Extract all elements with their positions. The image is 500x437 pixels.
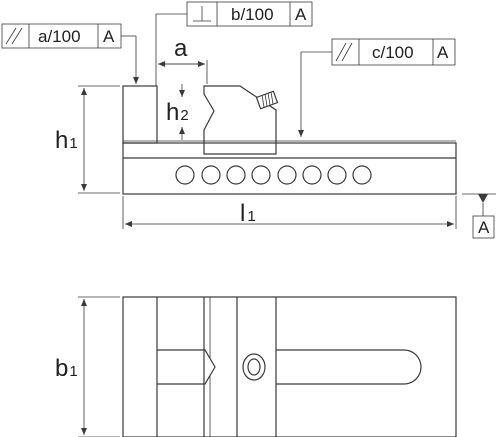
- fcf-b-datum: A: [295, 5, 307, 24]
- dim-a-label: a: [174, 35, 188, 62]
- parallelism-icon: [335, 42, 353, 62]
- dimension-h1: h1: [55, 85, 120, 194]
- dimension-b1: b1: [55, 296, 120, 437]
- dim-b1-label: b1: [55, 355, 78, 382]
- fcf-a-datum: A: [103, 27, 115, 46]
- dimension-h2: h2: [166, 84, 189, 140]
- top-screw: [242, 353, 266, 381]
- fixed-jaw: [122, 85, 158, 144]
- vise-base: [122, 142, 457, 195]
- vise-side-view: [122, 85, 457, 195]
- fcf-c-datum: A: [437, 43, 449, 62]
- parallelism-icon: [5, 27, 23, 45]
- datum-label: A: [478, 218, 490, 237]
- clamp-screw: [255, 90, 279, 110]
- top-outline: [122, 296, 457, 437]
- slot: [276, 349, 422, 385]
- perpendicularity-icon: [193, 6, 211, 22]
- fcf-parallelism-a: a/100 A: [1, 23, 139, 84]
- fcf-perpendicularity-b: b/100 A: [155, 1, 313, 86]
- dimension-a: a: [158, 35, 208, 84]
- vise-top-view: [122, 296, 457, 437]
- fcf-a-value: a/100: [38, 27, 81, 46]
- dim-h2-label: h2: [166, 99, 189, 126]
- side-holes: [175, 165, 372, 185]
- fcf-parallelism-c: c/100 A: [298, 38, 456, 137]
- dim-h1-label: h1: [55, 127, 78, 154]
- datum-feature: A: [462, 193, 496, 239]
- movable-jaw: [203, 85, 277, 155]
- fcf-b-value: b/100: [231, 5, 274, 24]
- fcf-c-value: c/100: [372, 43, 414, 62]
- v-groove: [157, 349, 216, 385]
